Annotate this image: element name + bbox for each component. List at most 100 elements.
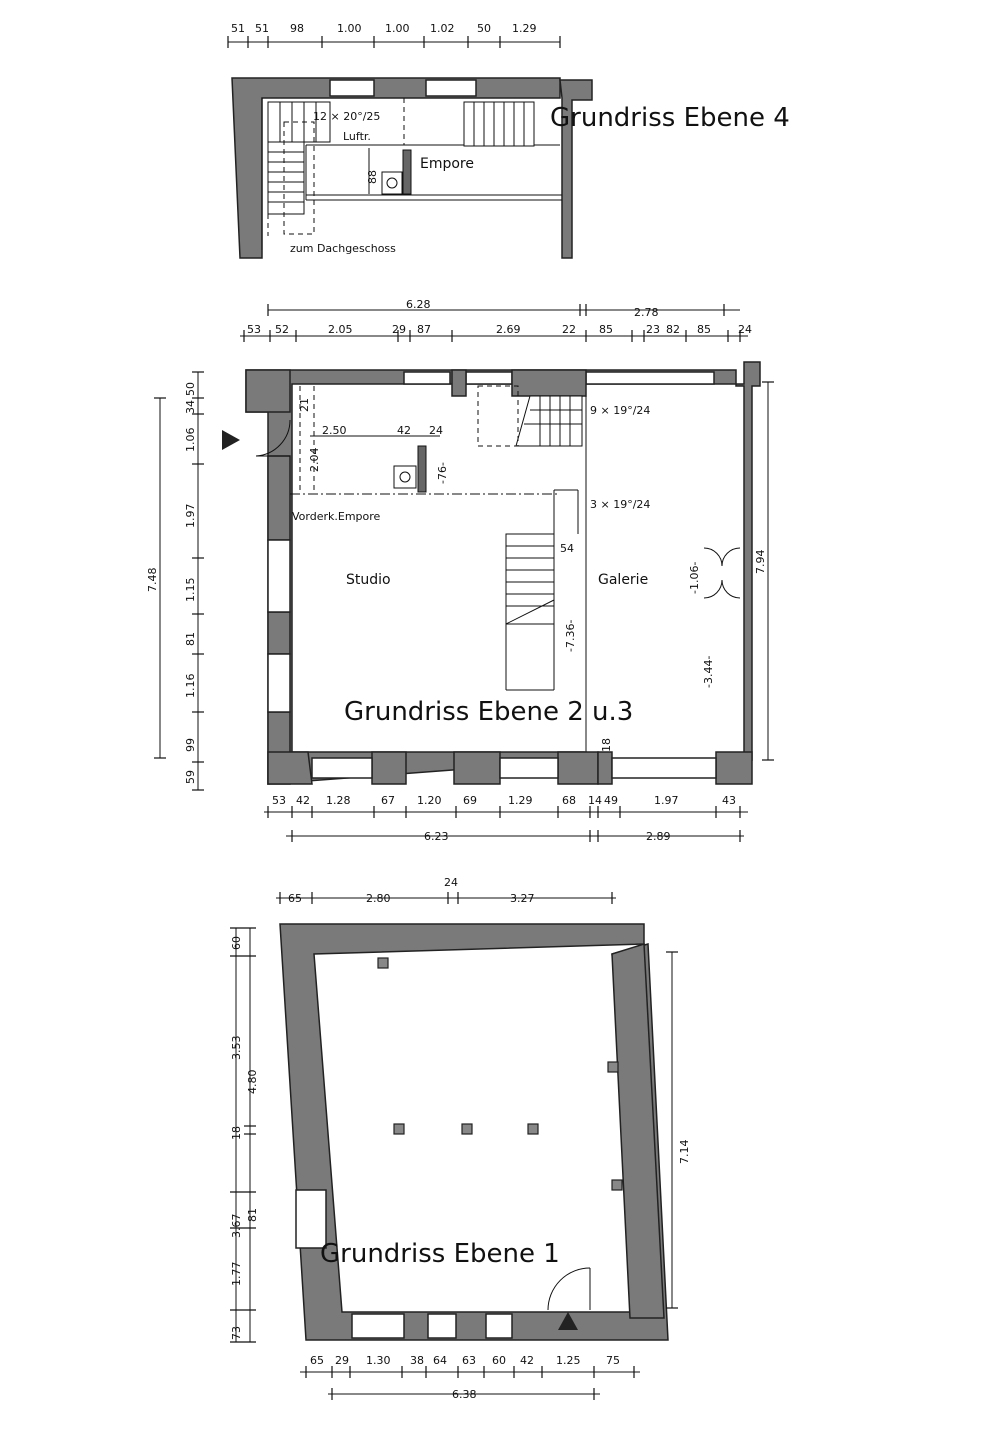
dimension-ticks-level-23-left — [154, 371, 204, 791]
dim-l23-inner-3: 2.04 — [308, 448, 321, 473]
walls-level-1 — [279, 923, 669, 1341]
dim-l23-bottom-6: 1.29 — [508, 794, 533, 807]
dim-l1-bottom-2: 1.30 — [366, 1354, 391, 1367]
dim-l23-bottom-2: 1.28 — [326, 794, 351, 807]
dim-l23-left-total: 7.48 — [146, 568, 159, 593]
dim-l23-top-total-left: 6.28 — [406, 298, 431, 311]
dim-l23-inner-10: 18 — [600, 738, 613, 752]
dim-l1-top-3: 3.27 — [510, 892, 535, 905]
dim-l4-2: 98 — [290, 22, 304, 35]
dim-l23-top-6: 22 — [562, 323, 576, 336]
dim-l23-left-4: 1.15 — [184, 578, 197, 603]
door-swing-right — [703, 547, 723, 567]
dim-l23-right-total: 7.94 — [754, 550, 767, 575]
title-level-4: Grundriss Ebene 4 — [550, 103, 790, 133]
dim-l1-right-total: 7.14 — [678, 1140, 691, 1165]
dim-l23-top-0: 53 — [247, 323, 261, 336]
dim-l1-left-0: 60 — [230, 936, 243, 950]
dim-l1-left-3: 18 — [230, 1126, 243, 1140]
dim-l1-left-6: 1.77 — [230, 1262, 243, 1287]
dim-l23-top-11: 24 — [738, 323, 752, 336]
door-swing-left — [255, 419, 291, 457]
dim-l23-bottom-total-left: 6.23 — [424, 830, 449, 843]
dim-l23-inner-1: 42 — [397, 424, 411, 437]
dimension-ticks-level-23-bottom — [267, 806, 741, 818]
dim-l23-inner-8: -1.06- — [688, 562, 701, 594]
chimney-level-23 — [393, 445, 427, 493]
dim-l1-left-4: 81 — [246, 1208, 259, 1222]
dim-l23-bottom-1: 42 — [296, 794, 310, 807]
vorderk-empore-label: Vorderk.Empore — [292, 510, 381, 523]
dim-l1-left-2: 4.80 — [246, 1070, 259, 1095]
dim-l23-bottom-8: 14 — [588, 794, 602, 807]
stair-level-4-right — [463, 101, 535, 147]
dim-l1-bottom-8: 1.25 — [556, 1354, 581, 1367]
dim-l23-bottom-4: 1.20 — [417, 794, 442, 807]
dim-l23-top-2: 2.05 — [328, 323, 353, 336]
dim-l1-bottom-4: 64 — [433, 1354, 447, 1367]
dim-l23-bottom-0: 53 — [272, 794, 286, 807]
dim-l23-bottom-7: 68 — [562, 794, 576, 807]
dimension-ticks-level-1-left — [230, 927, 256, 1343]
columns-level-1 — [377, 957, 623, 1191]
dim-l1-top-0: 65 — [288, 892, 302, 905]
plan-level-1: 65 2.80 24 3.27 60 3.53 4.80 18 81 3.67 … — [230, 876, 691, 1401]
dim-l1-top-2: 24 — [444, 876, 458, 889]
title-level-1: Grundriss Ebene 1 — [320, 1239, 560, 1269]
dim-l1-left-1: 3.53 — [230, 1036, 243, 1061]
dim-l23-bottom-10: 1.97 — [654, 794, 679, 807]
dim-l23-left-7: 99 — [184, 738, 197, 752]
dim-l4-1: 51 — [255, 22, 269, 35]
luftr-label: Luftr. — [343, 130, 371, 143]
dim-l23-top-7: 85 — [599, 323, 613, 336]
dim-l23-inner-0: 2.50 — [322, 424, 347, 437]
dim-l1-top-1: 2.80 — [366, 892, 391, 905]
dim-l23-bottom-5: 69 — [463, 794, 477, 807]
room-galerie: Galerie — [598, 572, 648, 588]
dim-l23-bottom-9: 49 — [604, 794, 618, 807]
dim-l23-bottom-3: 67 — [381, 794, 395, 807]
dim-l4-0: 51 — [231, 22, 245, 35]
dim-l23-bottom-11: 43 — [722, 794, 736, 807]
dim-l1-left-7: 73 — [230, 1326, 243, 1340]
dim-l23-inner-9: -3.44- — [702, 656, 715, 688]
dim-l23-top-9: 82 — [666, 323, 680, 336]
dim-l1-left-5: 3.67 — [230, 1214, 243, 1239]
dim-l23-top-8: 23 — [646, 323, 660, 336]
stair-level-23-upper — [477, 385, 583, 447]
dim-l23-top-total-right: 2.78 — [634, 306, 659, 319]
dimension-ticks-level-4 — [227, 36, 561, 48]
dim-l23-top-10: 85 — [697, 323, 711, 336]
dim-l23-bottom-total-right: 2.89 — [646, 830, 671, 843]
dim-l4-3: 1.00 — [337, 22, 362, 35]
dim-l23-left-2: 1.06 — [184, 428, 197, 453]
dim-l23-inner-7: -7.36- — [564, 620, 577, 652]
dim-l23-top-1: 52 — [275, 323, 289, 336]
dim-l1-bottom-9: 75 — [606, 1354, 620, 1367]
dim-l23-left-6: 1.16 — [184, 674, 197, 699]
room-empore: Empore — [420, 156, 474, 172]
dim-l4-6: 50 — [477, 22, 491, 35]
dim-l23-inner-5: -76- — [436, 462, 449, 484]
entrance-arrow-icon-level-1 — [558, 1312, 578, 1330]
stair-level-23-lower — [505, 396, 587, 752]
dim-l23-top-5: 2.69 — [496, 323, 521, 336]
dim-l4-4: 1.00 — [385, 22, 410, 35]
dim-l1-bottom-6: 60 — [492, 1354, 506, 1367]
walls-level-23 — [245, 361, 761, 785]
door-swing-level-1 — [547, 1267, 591, 1311]
to-attic-label: zum Dachgeschoss — [290, 242, 396, 255]
dim-l4-7: 1.29 — [512, 22, 537, 35]
dim-l23-left-0: 50 — [184, 382, 197, 396]
dim-l4-5: 1.02 — [430, 22, 455, 35]
dim-l1-bottom-5: 63 — [462, 1354, 476, 1367]
dim-l23-left-8: 59 — [184, 770, 197, 784]
dim-l1-bottom-0: 65 — [310, 1354, 324, 1367]
dim-l23-left-1: 34 — [184, 400, 197, 414]
dim-l23-top-4: 87 — [417, 323, 431, 336]
dim-l1-bottom-total: 6.38 — [452, 1388, 477, 1401]
dim-l1-bottom-7: 42 — [520, 1354, 534, 1367]
stair-note-level-23-1: 9 × 19°/24 — [590, 404, 650, 417]
dimension-ticks-level-23-top — [243, 330, 741, 342]
